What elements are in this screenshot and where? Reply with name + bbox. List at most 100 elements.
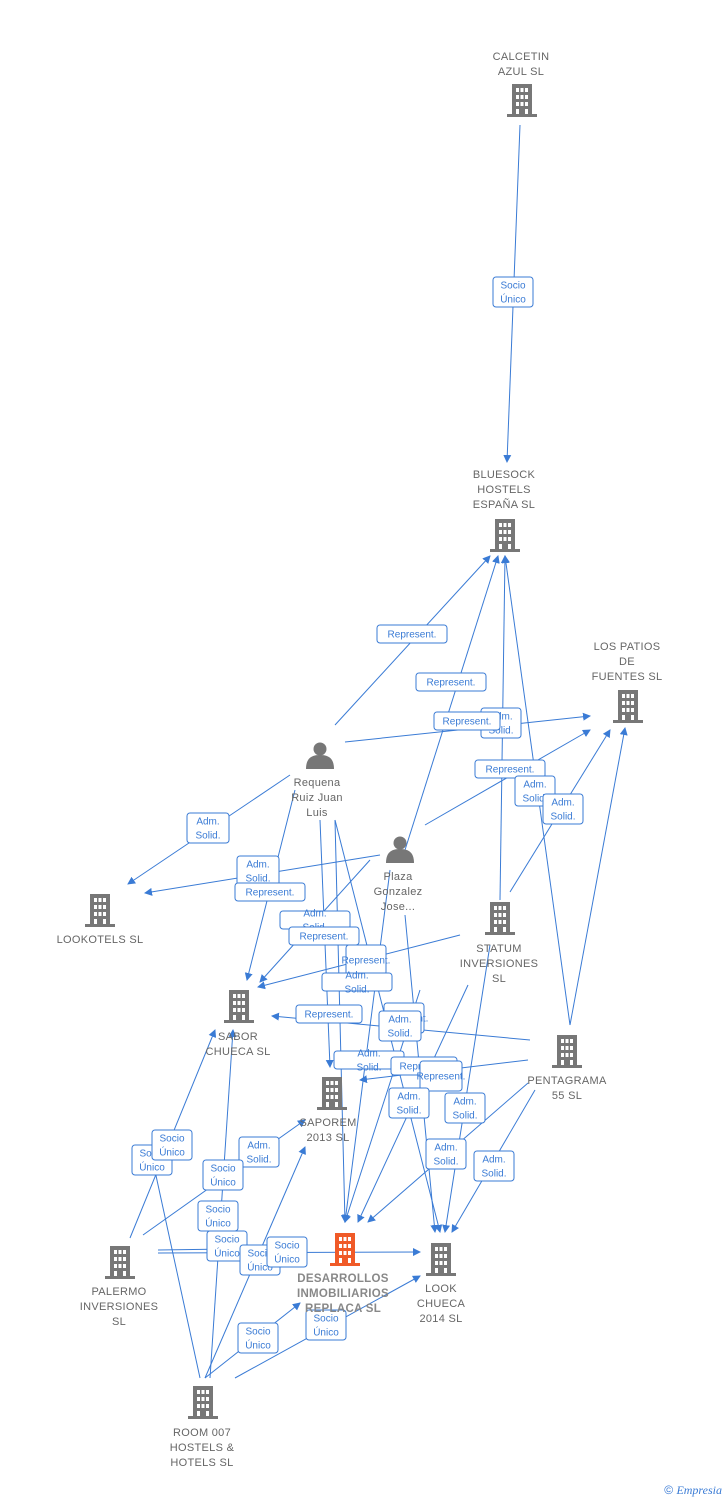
edge-label-23[interactable]: Adm.Solid. xyxy=(425,1138,467,1170)
edge-label-box xyxy=(186,812,230,844)
node-label-line: Luis xyxy=(306,807,328,819)
edge-label-box xyxy=(415,672,487,692)
edge-label-text: Adm. xyxy=(357,1049,380,1060)
edge-label-text: Socio xyxy=(245,1327,270,1338)
edge-label-text: Único xyxy=(274,1253,300,1266)
edge-label-text: Solid. xyxy=(195,831,220,842)
node-label-line: LOOKOTELS SL xyxy=(57,934,144,946)
edge-label-4[interactable]: Represent. xyxy=(433,711,501,731)
edge-label-box xyxy=(433,711,501,731)
edge-label-text: Solid. xyxy=(387,1029,412,1040)
node-label-line: INVERSIONES xyxy=(460,958,539,970)
edge-label-21[interactable]: Adm. Solid. xyxy=(388,1087,430,1119)
edge-label-text: Solid. xyxy=(481,1169,506,1180)
edge-label-12[interactable]: Represent. xyxy=(288,926,360,946)
edge-label-text: Socio xyxy=(159,1134,184,1145)
edge-label-text: Socio xyxy=(247,1249,272,1260)
edge-label-text: Represent. xyxy=(443,717,492,728)
edge-line-31 xyxy=(147,1147,201,1379)
edge-label-17[interactable]: Adm. Solid. xyxy=(333,1049,405,1074)
node-plaza[interactable]: PlazaGonzalezJose... xyxy=(374,836,423,914)
node-label-line: SABOR xyxy=(218,1031,258,1043)
edge-label-24[interactable]: Adm.Solid. xyxy=(473,1150,515,1182)
edge-label-text: Socio xyxy=(205,1205,230,1216)
edge-label-18[interactable]: Adm.Solid. xyxy=(378,1010,422,1042)
node-label-line: 2013 SL xyxy=(306,1132,349,1144)
building-icon xyxy=(330,1233,360,1266)
node-label-line: AZUL SL xyxy=(498,66,544,78)
edge-label-text: Adm. xyxy=(303,909,326,920)
edge-label-5[interactable]: Represent. xyxy=(474,759,546,779)
edge-label-text: Solid. xyxy=(488,726,513,737)
footer-credit[interactable]: © Empresia xyxy=(664,1483,722,1498)
edge-label-box xyxy=(321,972,393,992)
node-lookotels[interactable]: LOOKOTELS SL xyxy=(57,894,144,946)
edge-label-text: Socio xyxy=(313,1314,338,1325)
building-icon xyxy=(490,519,520,552)
edge-label-text: Represent. xyxy=(417,1072,466,1083)
edge-label-box xyxy=(266,1236,308,1268)
edge-label-text: Solid. xyxy=(246,1155,271,1166)
edge-labels-layer: SocioÚnicoRepresent.Represent.Adm.Solid.… xyxy=(131,276,584,1354)
node-label-line: PALERMO xyxy=(91,1286,146,1298)
edge-label-box xyxy=(474,759,546,779)
edge-label-20[interactable]: Represent. xyxy=(417,1060,466,1092)
node-label-line: Ruiz Juan xyxy=(291,792,343,804)
edge-label-7[interactable]: Adm.Solid. xyxy=(186,812,230,844)
node-saporem[interactable]: SAPOREM 2013 SL xyxy=(299,1077,356,1144)
edge-label-text: Solid. xyxy=(356,1063,381,1074)
node-label-line: HOSTELS & xyxy=(170,1442,235,1454)
edge-label-text: Solid. xyxy=(396,1106,421,1117)
node-label-line: INMOBILIARIOS xyxy=(297,1288,389,1300)
node-label-line: FUENTES SL xyxy=(592,671,663,683)
edge-label-box xyxy=(238,1136,280,1168)
node-label-line: SAPOREM xyxy=(299,1117,356,1129)
edge-label-22[interactable]: Adm.Solid. xyxy=(444,1092,486,1124)
edge-label-text: Solid. xyxy=(344,985,369,996)
building-icon xyxy=(485,902,515,935)
edge-label-25[interactable]: Adm.Solid. xyxy=(238,1136,280,1168)
edge-label-9[interactable]: Adm.Solid. xyxy=(236,855,280,887)
edge-label-14[interactable]: Adm.Solid. xyxy=(321,971,393,996)
edge-line-8 xyxy=(569,727,628,1026)
edge-label-10[interactable]: Represent. xyxy=(234,882,306,902)
brand-logo: Empresia xyxy=(676,1483,722,1497)
node-label-line: STATUM xyxy=(476,943,521,955)
node-label-line: ESPAÑA SL xyxy=(473,498,535,511)
edge-label-8[interactable]: Adm.Solid. xyxy=(542,793,584,825)
node-label-line: DE xyxy=(619,656,635,668)
node-label-line: 55 SL xyxy=(552,1090,582,1102)
edge-line-2 xyxy=(404,555,500,851)
edge-label-2[interactable]: Represent. xyxy=(415,672,487,692)
edge-line-25 xyxy=(341,869,391,1223)
edge-label-text: Represent. xyxy=(486,765,535,776)
edge-label-text: Adm. xyxy=(489,712,512,723)
edge-label-1[interactable]: Represent. xyxy=(376,624,448,644)
edges-layer xyxy=(127,124,628,1379)
node-label-line: SL xyxy=(112,1316,126,1328)
edge-label-text: Adm. xyxy=(397,1092,420,1103)
edge-label-box xyxy=(542,793,584,825)
edge-label-box xyxy=(419,1060,463,1092)
edge-label-15[interactable]: Represent. xyxy=(295,1004,363,1024)
building-icon xyxy=(224,990,254,1023)
